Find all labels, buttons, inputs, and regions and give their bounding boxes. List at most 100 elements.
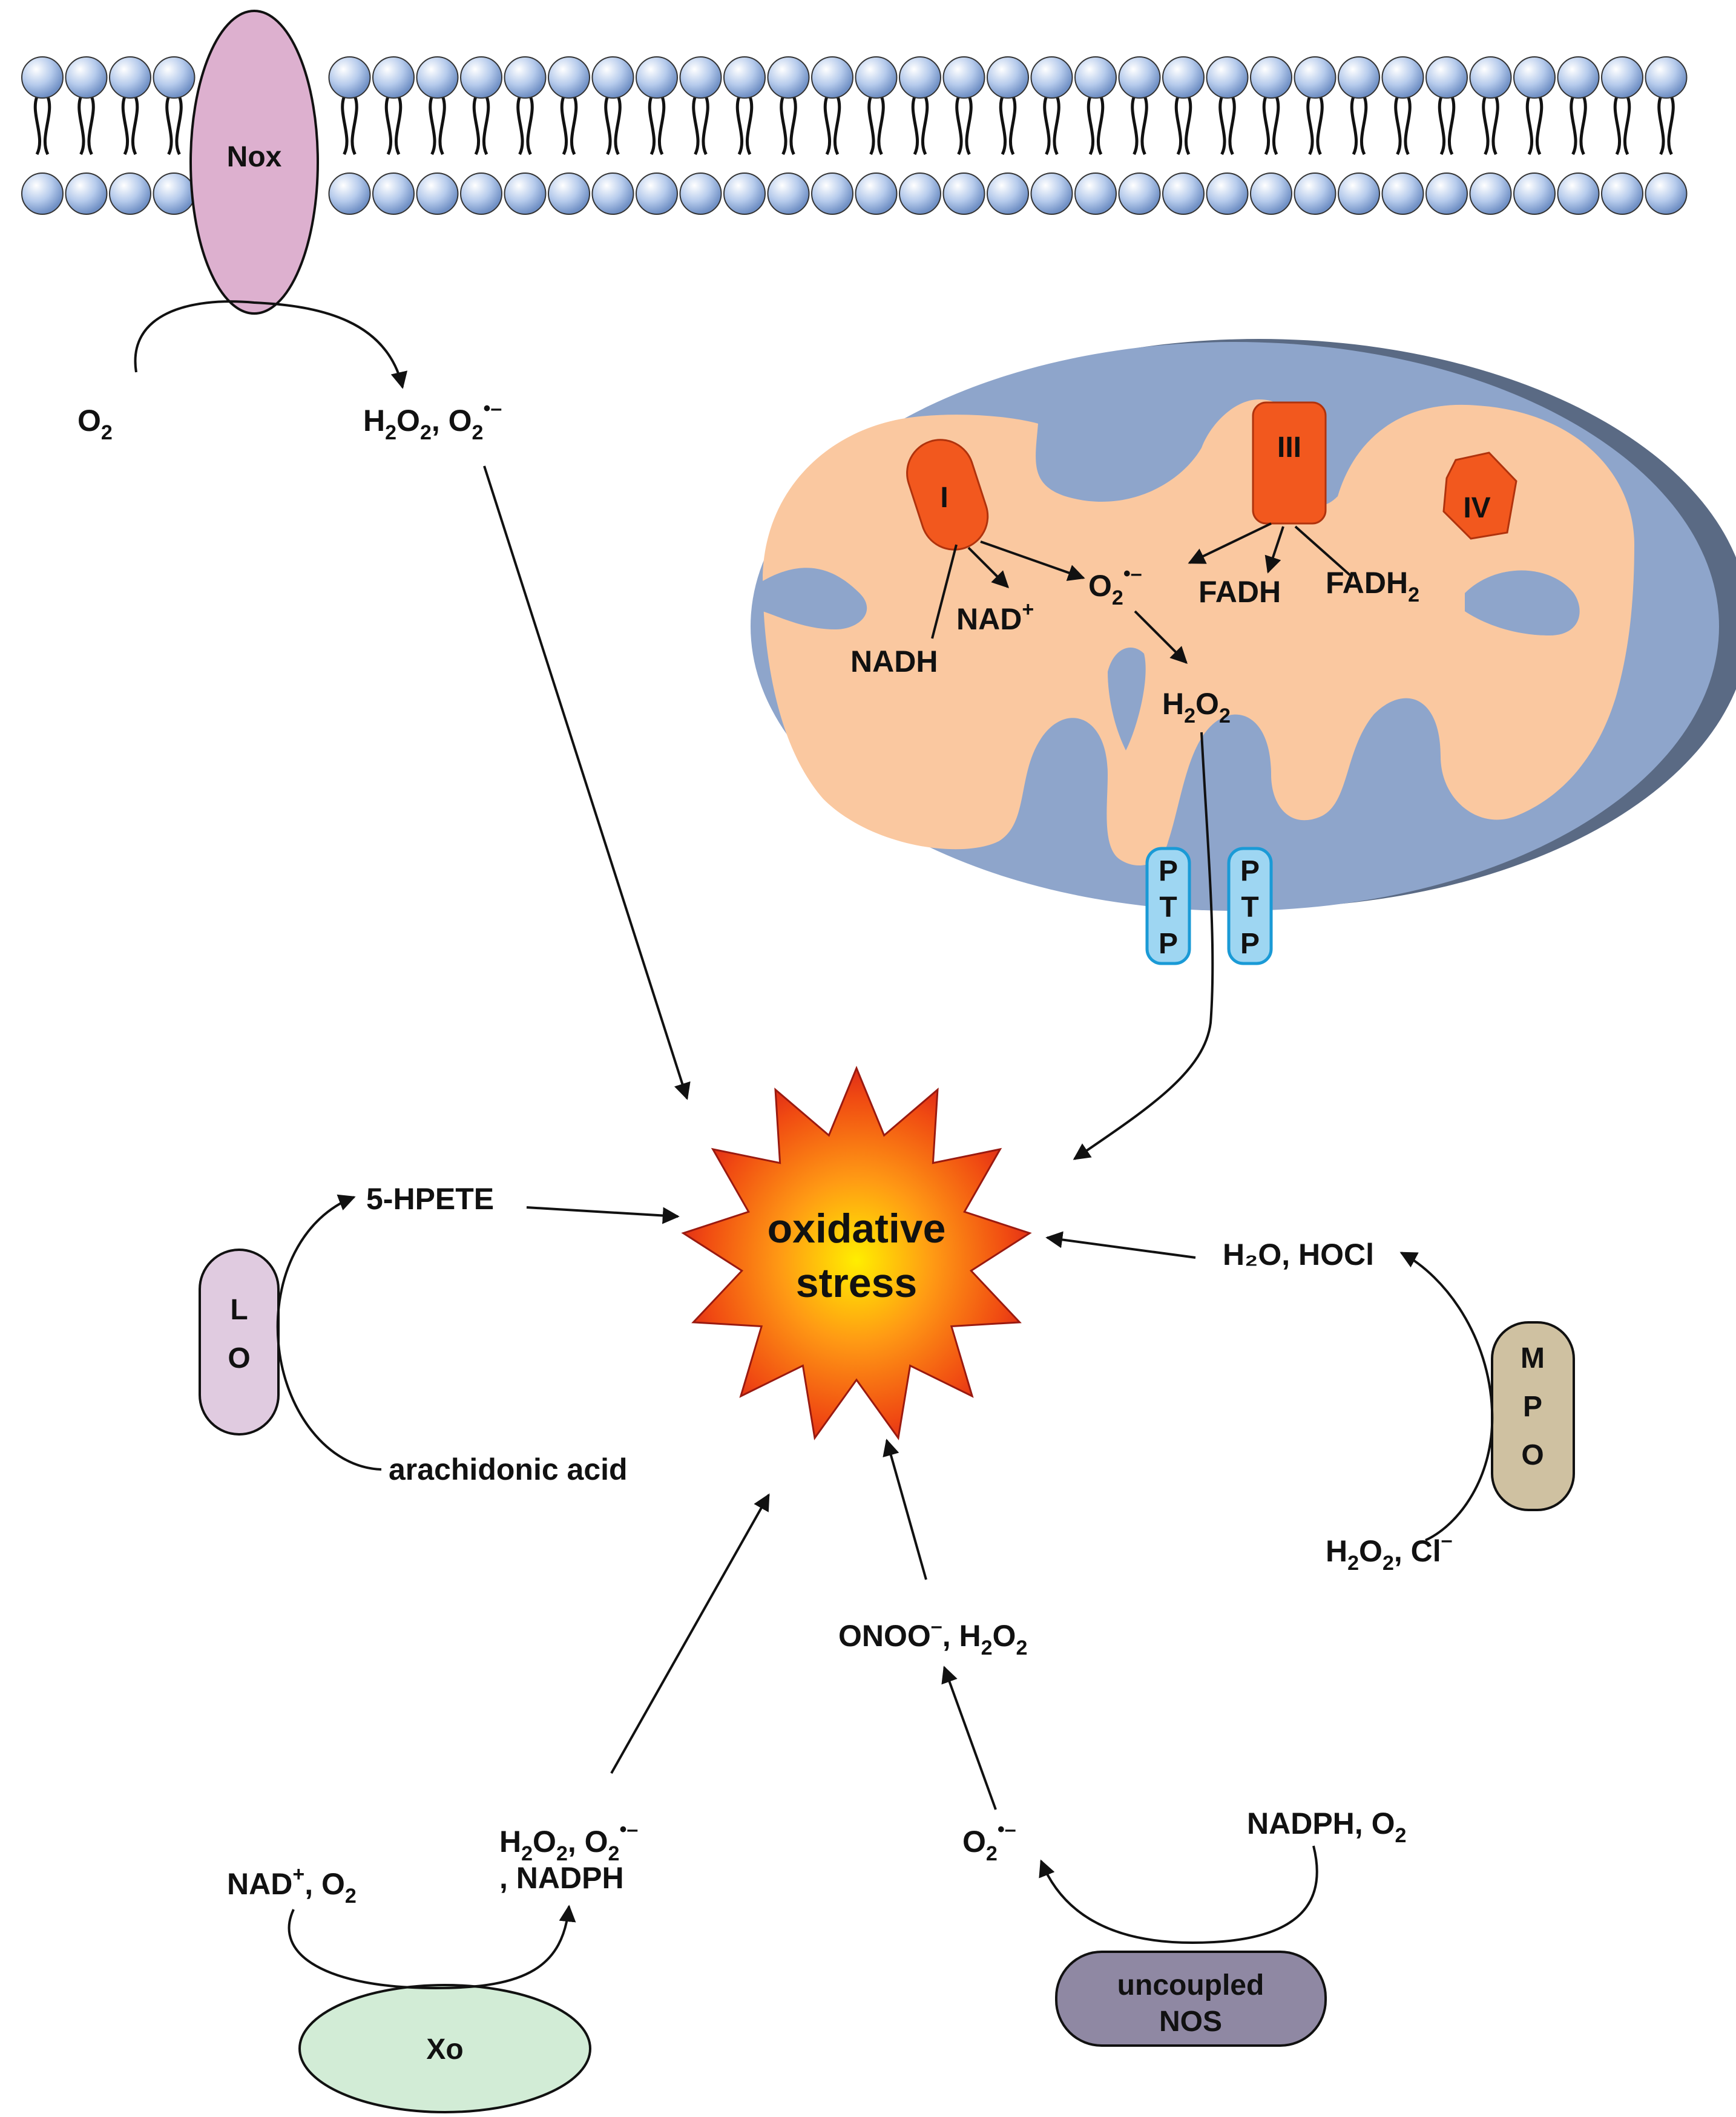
lo-product: 5-HPETE <box>366 1182 494 1216</box>
svg-text:L: L <box>230 1294 248 1326</box>
complex-4: IV <box>1442 451 1517 540</box>
mito-h2o2-to-stress-arrow <box>1073 732 1214 1160</box>
lipid-molecule <box>1206 56 1249 215</box>
lipid-molecule <box>899 56 941 215</box>
lipid-molecule <box>591 56 634 215</box>
lipid-molecule <box>21 56 64 215</box>
mito-crista-1 <box>763 568 867 629</box>
lipid-molecule <box>1645 56 1688 215</box>
mpo-enzyme: M P O <box>1491 1321 1575 1511</box>
xo-product-line1: H2O2, O2•– <box>499 1818 638 1865</box>
lipid-molecule <box>1338 56 1380 215</box>
lipid-molecule <box>416 56 459 215</box>
mito-h2o2-label: H2O2 <box>1162 687 1231 727</box>
nox-to-stress-arrow <box>483 465 691 1100</box>
lo-reaction-arc <box>276 1194 382 1471</box>
svg-text:T: T <box>1159 891 1177 924</box>
mitochondrion <box>751 339 1736 911</box>
nad-label: NAD+ <box>956 598 1034 636</box>
nos-enzyme <box>1055 1951 1327 2047</box>
lipid-molecule <box>504 56 547 215</box>
lipid-molecule <box>1118 56 1161 215</box>
lipid-molecule <box>109 56 151 215</box>
lipid-molecule <box>987 56 1029 215</box>
nadh-line <box>931 544 958 639</box>
lipid-molecule <box>723 56 766 215</box>
complex-3: III <box>1252 401 1327 525</box>
fadh-arrow <box>1264 526 1284 574</box>
complex3-superoxide-arrow <box>1188 522 1272 564</box>
lipid-molecule <box>1425 56 1468 215</box>
nox-reaction-arc <box>134 300 408 389</box>
nox-protein <box>189 10 319 315</box>
complex1-superoxide-arrow <box>980 540 1085 581</box>
svg-text:P: P <box>1240 928 1260 960</box>
peroxynitrite-to-stress-arrow <box>883 1439 927 1580</box>
lipid-molecule <box>767 56 810 215</box>
lipid-molecule <box>1250 56 1292 215</box>
svg-text:T: T <box>1241 891 1258 924</box>
nos-substrate: NADPH, O2 <box>1247 1807 1406 1847</box>
lipid-molecule <box>1469 56 1512 215</box>
xo-reaction-arc <box>288 1905 576 1990</box>
mpo-reaction-arc <box>1399 1252 1494 1541</box>
svg-text:P: P <box>1159 855 1178 887</box>
ptp-channel-left: P T P <box>1145 847 1191 965</box>
ptp-channel-right: P T P <box>1227 847 1273 965</box>
lipid-molecule <box>1601 56 1643 215</box>
lipid-molecule <box>328 56 371 215</box>
nos-label-line2: NOS <box>1159 2006 1222 2038</box>
nadh-label: NADH <box>850 645 938 678</box>
oxidative-stress-burst <box>681 1066 1032 1440</box>
nos-reaction-arc <box>1039 1845 1318 1945</box>
lipid-molecule <box>855 56 898 215</box>
lipid-molecule <box>372 56 415 215</box>
lipid-bilayer <box>21 56 1688 215</box>
fadh2-label: FADH2 <box>1326 566 1419 606</box>
mpo-product: H₂O, HOCl <box>1223 1238 1374 1272</box>
superoxide-h2o2-arrow <box>1134 610 1188 664</box>
lipid-molecule <box>1074 56 1117 215</box>
nox-substrate: O2 <box>77 404 113 444</box>
lo-to-stress-arrow <box>526 1206 680 1224</box>
xo-substrate: NAD+, O2 <box>227 1863 357 1908</box>
lipid-molecule <box>1162 56 1205 215</box>
stress-label-line1: oxidative <box>768 1206 946 1252</box>
lipid-molecule <box>942 56 985 215</box>
fadh-label: FADH <box>1198 575 1281 609</box>
mito-crista-2 <box>1465 570 1580 635</box>
nox-label: Nox <box>227 141 282 173</box>
svg-text:P: P <box>1240 855 1260 887</box>
lipid-molecule <box>65 56 108 215</box>
lo-substrate: arachidonic acid <box>389 1452 628 1486</box>
lipid-molecule <box>636 56 678 215</box>
complex-1: I <box>906 439 989 551</box>
lipid-molecule <box>1381 56 1424 215</box>
lipid-molecule <box>1294 56 1337 215</box>
mpo-to-stress-arrow <box>1045 1231 1196 1259</box>
svg-text:O: O <box>1521 1439 1544 1471</box>
mito-crista-3 <box>1108 648 1146 750</box>
lipid-molecule <box>679 56 722 215</box>
svg-text:IV: IV <box>1463 492 1490 524</box>
svg-text:I: I <box>940 482 948 514</box>
lipid-molecule <box>811 56 853 215</box>
svg-text:O: O <box>228 1342 250 1374</box>
lipid-molecule <box>153 56 196 215</box>
svg-text:P: P <box>1159 928 1178 960</box>
svg-text:III: III <box>1277 432 1301 464</box>
lipid-molecule <box>1030 56 1073 215</box>
svg-text:P: P <box>1523 1391 1542 1423</box>
xo-product-line2: , NADPH <box>499 1861 624 1895</box>
nos-superoxide: O2•– <box>962 1818 1016 1865</box>
xo-to-stress-arrow <box>610 1493 770 1774</box>
peroxynitrite-label: ONOO–, H2O2 <box>838 1615 1027 1659</box>
lipid-molecule <box>548 56 590 215</box>
lipid-molecule <box>1557 56 1600 215</box>
nad-arrow <box>967 546 1009 588</box>
xo-enzyme <box>298 1984 591 2113</box>
lipid-molecule <box>460 56 502 215</box>
xo-label: Xo <box>426 2033 463 2066</box>
lipid-molecule <box>1513 56 1556 215</box>
stress-label-line2: stress <box>796 1260 917 1306</box>
